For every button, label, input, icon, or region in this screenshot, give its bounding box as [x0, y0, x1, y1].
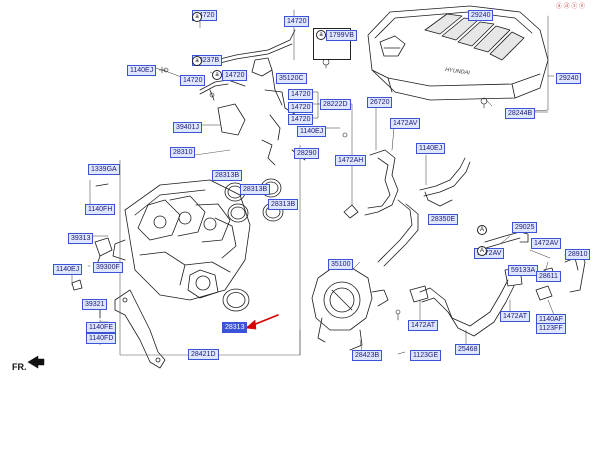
part-callout[interactable]: 1472AH	[335, 155, 367, 166]
legend-circle: a	[316, 30, 326, 40]
part-callout[interactable]: 39401J	[173, 122, 202, 133]
part-callout[interactable]: 29240	[468, 10, 494, 21]
reference-circle: a	[192, 12, 202, 22]
legend-part-number[interactable]: 1799VB	[326, 30, 357, 41]
part-callout[interactable]: 14720	[288, 114, 314, 125]
part-callout[interactable]: 1140EJ	[416, 143, 446, 154]
part-callout[interactable]: 1339GA	[88, 164, 120, 175]
part-callout[interactable]: 1140EJ	[127, 65, 157, 76]
legend-box: a 1799VB	[313, 28, 357, 60]
part-callout[interactable]: 28313B	[268, 199, 299, 210]
part-callout[interactable]: 1140EJ	[297, 126, 327, 137]
highlight-arrow	[245, 314, 279, 330]
intake-manifold-drawing	[112, 179, 251, 301]
part-callout[interactable]: 59133A	[508, 265, 539, 276]
part-callout[interactable]: 28313	[222, 322, 248, 333]
part-callout[interactable]: 28910	[565, 249, 591, 260]
part-callout[interactable]: 39300F	[93, 262, 123, 273]
engine-cover-emboss: HYUNDAI	[445, 67, 471, 76]
part-callout[interactable]: 29025	[512, 222, 538, 233]
part-callout[interactable]: 14720	[284, 16, 310, 27]
throttle-body-drawing	[311, 267, 389, 351]
part-callout[interactable]: 29240	[556, 73, 582, 84]
part-callout[interactable]: 35120C	[276, 73, 307, 84]
engine-cover-drawing: HYUNDAI	[367, 5, 549, 101]
part-callout[interactable]: 28350E	[428, 214, 459, 225]
part-callout[interactable]: 28611	[536, 271, 561, 282]
part-callout[interactable]: 28423B	[352, 350, 383, 361]
part-callout[interactable]: 39313	[68, 233, 94, 244]
part-callout[interactable]: 1472AV	[531, 238, 562, 249]
part-callout[interactable]: 1472AV	[474, 248, 505, 259]
corner-marks: ⓐ ⓓ ⓢ ⓔ	[556, 4, 586, 10]
reference-circle: a	[212, 70, 222, 80]
part-callout[interactable]: 1472AT	[500, 311, 530, 322]
part-callout[interactable]: 35100	[328, 259, 354, 270]
part-callout[interactable]: 28244B	[505, 108, 536, 119]
part-callout[interactable]: 28421D	[188, 349, 219, 360]
reference-circle: A	[477, 246, 487, 256]
part-callout[interactable]: 1140FH	[85, 204, 116, 215]
part-callout[interactable]: 1140EJ	[53, 264, 83, 275]
part-callout[interactable]: 28313B	[212, 170, 243, 181]
part-callout[interactable]: 28310	[170, 147, 196, 158]
reference-circle: a	[192, 56, 202, 66]
part-callout[interactable]: 25468	[455, 344, 481, 355]
vacuum-hose-drawing	[199, 29, 306, 166]
part-callout[interactable]: 1123FF	[536, 323, 566, 334]
part-callout[interactable]: 1123GE	[410, 350, 442, 361]
support-bracket-drawing	[114, 289, 166, 369]
part-callout[interactable]: 1472AV	[390, 118, 421, 129]
part-callout[interactable]: 26720	[367, 97, 393, 108]
part-callout[interactable]: 14720	[288, 89, 314, 100]
part-callout[interactable]: 1472AT	[408, 320, 438, 331]
fr-arrow-icon	[27, 355, 45, 369]
part-callout[interactable]: 39321	[82, 299, 108, 310]
part-callout[interactable]: 28313B	[240, 184, 271, 195]
reference-circle: A	[477, 225, 487, 235]
part-callout[interactable]: 1140FE	[86, 322, 116, 333]
part-callout[interactable]: 1140FD	[86, 333, 117, 344]
part-callout[interactable]: 14720	[222, 70, 248, 81]
part-callout[interactable]: 14720	[288, 102, 314, 113]
part-callout[interactable]: 28222D	[320, 99, 351, 110]
part-callout[interactable]: 28290	[294, 148, 320, 159]
part-callout[interactable]: 14720	[180, 75, 206, 86]
direction-label: FR.	[12, 362, 27, 372]
